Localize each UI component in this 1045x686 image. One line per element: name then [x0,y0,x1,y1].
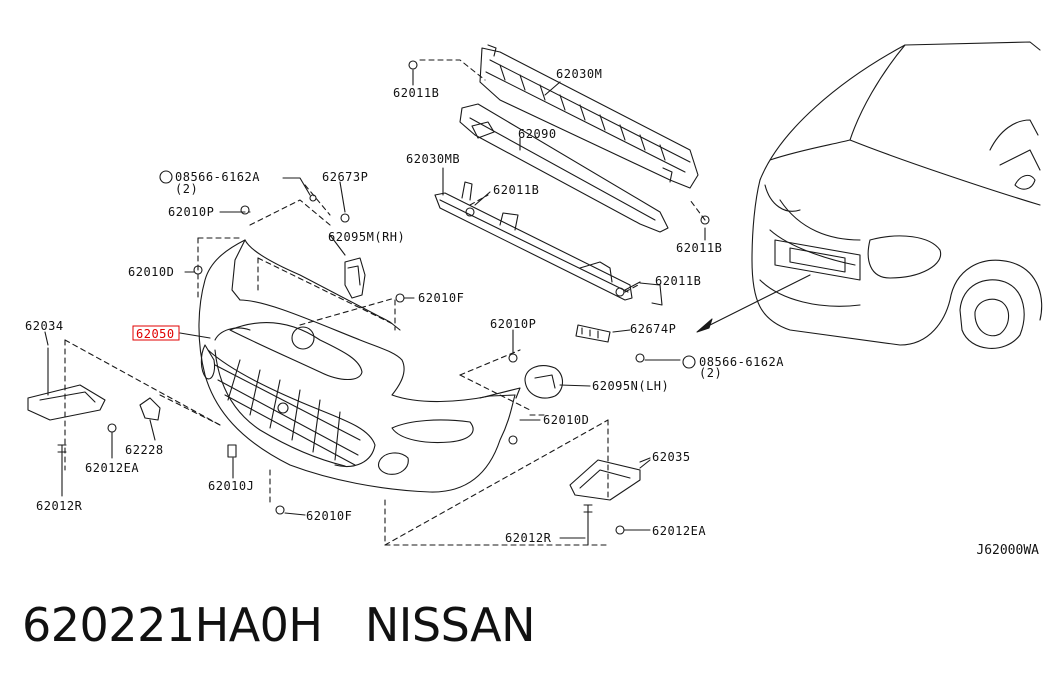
bracket-62095n [524,365,564,399]
part-caption: 620221HA0H NISSAN [22,598,536,652]
label-08566-top: 08566-6162A [175,170,260,184]
label-62010p-mid: 62010P [490,317,536,331]
label-62035: 62035 [652,450,691,464]
label-62050: 62050 [136,327,175,341]
label-62090: 62090 [518,127,557,141]
label-62010j: 62010J [208,479,254,493]
label-62095m: 62095M(RH) [328,230,405,244]
label-62010d-right: 62010D [543,413,589,427]
label-62674p: 62674P [630,322,676,336]
label-62030m: 62030M [556,67,602,81]
label-62034: 62034 [25,319,64,333]
label-62011b-top: 62011B [393,86,439,100]
label-62010p-top: 62010P [168,205,214,219]
label-08566-top-qty: (2) [175,182,198,196]
reinforcement-62030mb [434,181,663,306]
label-08566-right: 08566-6162A [699,355,784,369]
label-62030mb: 62030MB [406,152,460,166]
bracket-62228 [139,397,161,421]
undercover-62035 [569,457,651,501]
label-62010f-bottom: 62010F [306,509,352,523]
label-62010d-left: 62010D [128,265,174,279]
label-62673p: 62673P [322,170,368,184]
label-62012ea-left: 62012EA [85,461,139,475]
brand-name: NISSAN [364,598,536,652]
bumper-fascia-62050 [198,239,521,493]
bracket-62095m [344,257,366,299]
parts-diagram: 62030M 62011B 62090 62030MB 62011B 62011… [25,41,1043,546]
car-outline [751,41,1043,349]
label-62011b-mid: 62011B [493,183,539,197]
label-62010f-mid: 62010F [418,291,464,305]
label-62012r-left: 62012R [36,499,83,513]
label-62011b-lower: 62011B [655,274,701,288]
highlight-box-62050 [132,325,180,341]
part-labels: 62030M 62011B 62090 62030MB 62011B 62011… [25,67,784,545]
diagram-reference-code: J62000WA [976,543,1039,558]
label-62012r-right: 62012R [505,531,552,545]
reinforcement-62030m [479,44,699,189]
part-number: 620221HA0H [22,598,323,652]
grille-62674p [575,324,611,343]
leader-lines [44,69,706,539]
absorber-62090 [459,103,669,233]
label-62095n: 62095N(LH) [592,379,669,393]
label-08566-right-qty: (2) [699,366,722,380]
label-62011b-right: 62011B [676,241,722,255]
fasteners [57,60,710,546]
label-62228: 62228 [125,443,164,457]
clip-62010j [227,444,237,458]
label-62012ea-right: 62012EA [652,524,706,538]
undercover-62034 [27,347,106,421]
